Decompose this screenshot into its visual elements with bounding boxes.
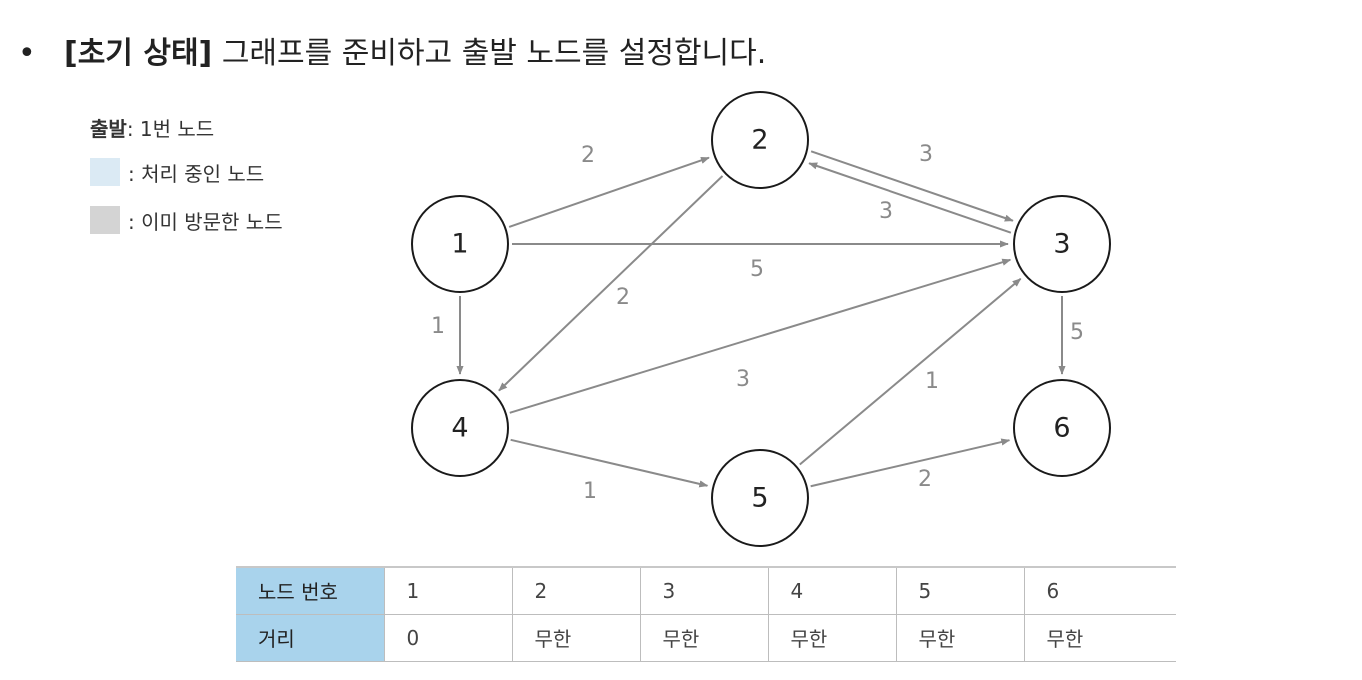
legend-processing-label: : 처리 중인 노드: [128, 161, 265, 186]
edge-1-2: [508, 156, 710, 228]
table-cell-node: 4: [767, 566, 896, 615]
heading-state-label: [초기 상태]: [64, 36, 213, 71]
edge-weight-4-3: 3: [736, 367, 750, 392]
legend-start: 출발: 1번 노드: [90, 112, 283, 142]
table-cell-distance: 0: [383, 614, 512, 662]
edge-4-3: [509, 258, 1012, 414]
node-label-2: 2: [751, 125, 768, 156]
node-4: [411, 379, 509, 477]
table-cell-distance: 무한: [511, 614, 640, 662]
legend-visited-swatch: [90, 206, 120, 234]
edge-weight-2-4: 2: [616, 285, 630, 310]
node-label-4: 4: [451, 413, 468, 444]
table-cell-distance: 무한: [1023, 614, 1176, 662]
legend-processing: : 처리 중인 노드: [90, 148, 283, 196]
edge-weight-3-2: 3: [879, 199, 893, 224]
edge-4-5: [510, 438, 709, 488]
table-header-distance: 거리: [236, 614, 384, 662]
edge-weight-2-3: 3: [919, 142, 933, 167]
edge-weight-1-3: 5: [750, 257, 764, 282]
legend-processing-swatch: [90, 158, 120, 186]
heading-text: 그래프를 준비하고 출발 노드를 설정합니다.: [212, 36, 767, 71]
table-row-node-numbers: 노드 번호 1 2 3 4 5 6: [236, 566, 1176, 615]
table-cell-node: 6: [1023, 566, 1176, 615]
legend-start-label: 출발: [90, 116, 127, 141]
table-header-node-number: 노드 번호: [236, 566, 384, 615]
edge-5-6: [810, 438, 1011, 488]
node-6: [1013, 379, 1111, 477]
edge-weight-1-4: 1: [431, 314, 445, 339]
table-cell-node: 1: [383, 566, 512, 615]
table-cell-distance: 무한: [767, 614, 896, 662]
edge-2-3: [810, 150, 1014, 222]
edge-3-2: [808, 162, 1012, 234]
legend-visited-label: : 이미 방문한 노드: [128, 209, 283, 234]
edge-weight-5-3: 1: [925, 369, 939, 394]
distance-table: 노드 번호 1 2 3 4 5 6 거리 0 무한 무한 무한 무한 무한: [236, 566, 1176, 662]
node-2: [711, 91, 809, 189]
node-label-5: 5: [751, 483, 768, 514]
table-cell-distance: 무한: [639, 614, 768, 662]
heading-bullet: •: [18, 36, 36, 71]
table-cell-distance: 무한: [895, 614, 1024, 662]
node-5: [711, 449, 809, 547]
legend: 출발: 1번 노드 : 처리 중인 노드 : 이미 방문한 노드: [90, 112, 283, 244]
page-heading: • [초기 상태] 그래프를 준비하고 출발 노드를 설정합니다.: [18, 28, 766, 72]
node-label-6: 6: [1053, 413, 1070, 444]
edge-weight-4-5: 1: [583, 479, 597, 504]
table-cell-node: 3: [639, 566, 768, 615]
node-label-1: 1: [451, 229, 468, 260]
table-cell-node: 5: [895, 566, 1024, 615]
node-1: [411, 195, 509, 293]
node-label-3: 3: [1053, 229, 1070, 260]
edge-weight-5-6: 2: [918, 467, 932, 492]
edge-weight-3-6: 5: [1070, 320, 1084, 345]
legend-visited: : 이미 방문한 노드: [90, 196, 283, 244]
table-cell-node: 2: [511, 566, 640, 615]
table-row-distances: 거리 0 무한 무한 무한 무한 무한: [236, 614, 1176, 662]
edge-weight-1-2: 2: [581, 143, 595, 168]
edge-5-3: [799, 277, 1022, 466]
graph-diagram: 2 5 1 3 2 3 5 3 1 1 2 1 2 3 4 5 6: [411, 91, 1111, 547]
node-3: [1013, 195, 1111, 293]
legend-start-value: : 1번 노드: [126, 116, 215, 141]
edge-2-4: [498, 175, 724, 392]
